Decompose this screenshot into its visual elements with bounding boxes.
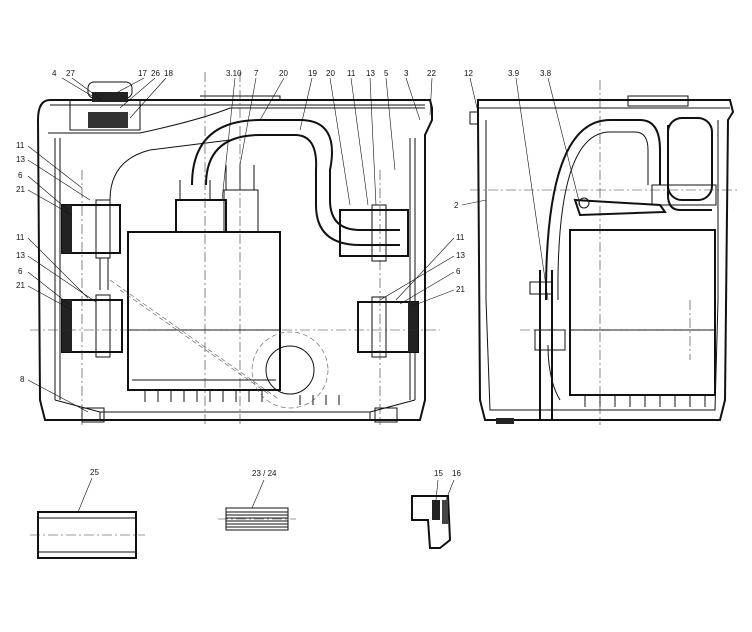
port-centerlines [81, 170, 381, 425]
float-cable [547, 344, 561, 401]
label-17: 17 [138, 69, 147, 78]
label-13-c: 13 [456, 251, 465, 260]
label-3-9: 3.9 [508, 69, 520, 78]
label-11-top: 11 [347, 69, 356, 78]
label-27: 27 [66, 69, 75, 78]
left-wall [54, 138, 61, 400]
label-11-b: 11 [16, 233, 25, 242]
label-7: 7 [254, 69, 259, 78]
foot-left [81, 407, 105, 423]
float-body [534, 329, 566, 351]
knob-housing [69, 100, 141, 131]
label-5: 5 [384, 69, 389, 78]
impeller-housing [251, 331, 329, 409]
side-inlet-slots [584, 395, 706, 407]
discharge-hose-inner [205, 134, 400, 246]
label-4: 4 [52, 69, 57, 78]
label-11-a: 11 [16, 141, 25, 150]
tank-outline [36, 99, 433, 421]
pump-inlet-slots [144, 390, 340, 405]
leader-lines [27, 77, 581, 513]
screw-16 [442, 500, 448, 524]
float-switch-housing [223, 189, 259, 233]
pipe-walls [38, 517, 136, 553]
sleeve-ribs [226, 511, 288, 528]
side-section-view [469, 80, 740, 425]
label-6-b: 6 [18, 267, 23, 276]
impeller [265, 345, 315, 395]
label-2: 2 [454, 201, 459, 210]
side-hose-inner [557, 131, 649, 301]
label-26: 26 [151, 69, 160, 78]
foot-right [374, 407, 398, 423]
cable-stubs [179, 165, 255, 200]
seal-15 [432, 500, 440, 520]
float-clip-top [529, 281, 553, 295]
right-upper-port [339, 204, 409, 262]
label-6-c: 6 [456, 267, 461, 276]
label-11-c: 11 [456, 233, 465, 242]
label-15: 15 [434, 469, 443, 478]
label-13-b: 13 [16, 251, 25, 260]
knob-insert [92, 92, 128, 102]
label-21-c: 21 [456, 285, 465, 294]
detail-pipe-25 [30, 511, 145, 559]
float-rod [539, 270, 553, 420]
part-number-labels: 4 27 17 26 18 3.10 7 20 19 20 11 13 5 3 … [16, 69, 552, 478]
label-19: 19 [308, 69, 317, 78]
riser-elbow [667, 117, 713, 201]
side-pump-body [569, 229, 716, 396]
label-25: 25 [90, 468, 99, 477]
left-lower-port [61, 294, 123, 358]
side-lid-clip [469, 111, 479, 125]
label-21-a: 21 [16, 185, 25, 194]
label-6-a: 6 [18, 171, 23, 180]
label-16: 16 [452, 469, 461, 478]
label-21-b: 21 [16, 281, 25, 290]
left-upper-port [61, 199, 121, 290]
side-tank-outline [477, 99, 735, 421]
top-slot [200, 95, 281, 100]
float-lever [573, 198, 667, 217]
hidden-channel [109, 279, 281, 401]
right-wall [409, 138, 416, 400]
riser-clamp [651, 184, 717, 206]
label-23-24: 23 / 24 [252, 469, 277, 478]
riser-pipe [667, 125, 712, 211]
vent-line [109, 139, 231, 201]
knob-seal [88, 112, 128, 128]
lever-pivot [578, 197, 590, 209]
label-20-a: 20 [279, 69, 288, 78]
label-20-b: 20 [326, 69, 335, 78]
detail-knob-1516 [411, 495, 452, 549]
port-body [339, 209, 409, 257]
pump-body [127, 231, 281, 391]
side-hose-outer [544, 119, 661, 301]
side-inner-wall [485, 120, 719, 411]
discharge-hose-outer [191, 119, 400, 231]
side-top-slot [627, 95, 689, 107]
side-foot [496, 418, 514, 424]
floor-feet [99, 412, 371, 420]
side-horizontal-centerlines [470, 189, 740, 331]
front-section-view [30, 72, 440, 425]
label-13-a: 13 [16, 155, 25, 164]
label-3-10: 3.10 [226, 69, 242, 78]
label-3: 3 [404, 69, 409, 78]
label-18: 18 [164, 69, 173, 78]
right-lower-port [357, 296, 419, 358]
label-13-top: 13 [366, 69, 375, 78]
knob-housing-detail [411, 495, 452, 549]
tank-floor [54, 399, 416, 413]
label-8: 8 [20, 375, 25, 384]
label-22: 22 [427, 69, 436, 78]
label-3-8: 3.8 [540, 69, 552, 78]
lid-underside [48, 107, 425, 134]
motor-head [175, 199, 227, 233]
label-12: 12 [464, 69, 473, 78]
detail-sleeve-2324 [218, 507, 296, 531]
